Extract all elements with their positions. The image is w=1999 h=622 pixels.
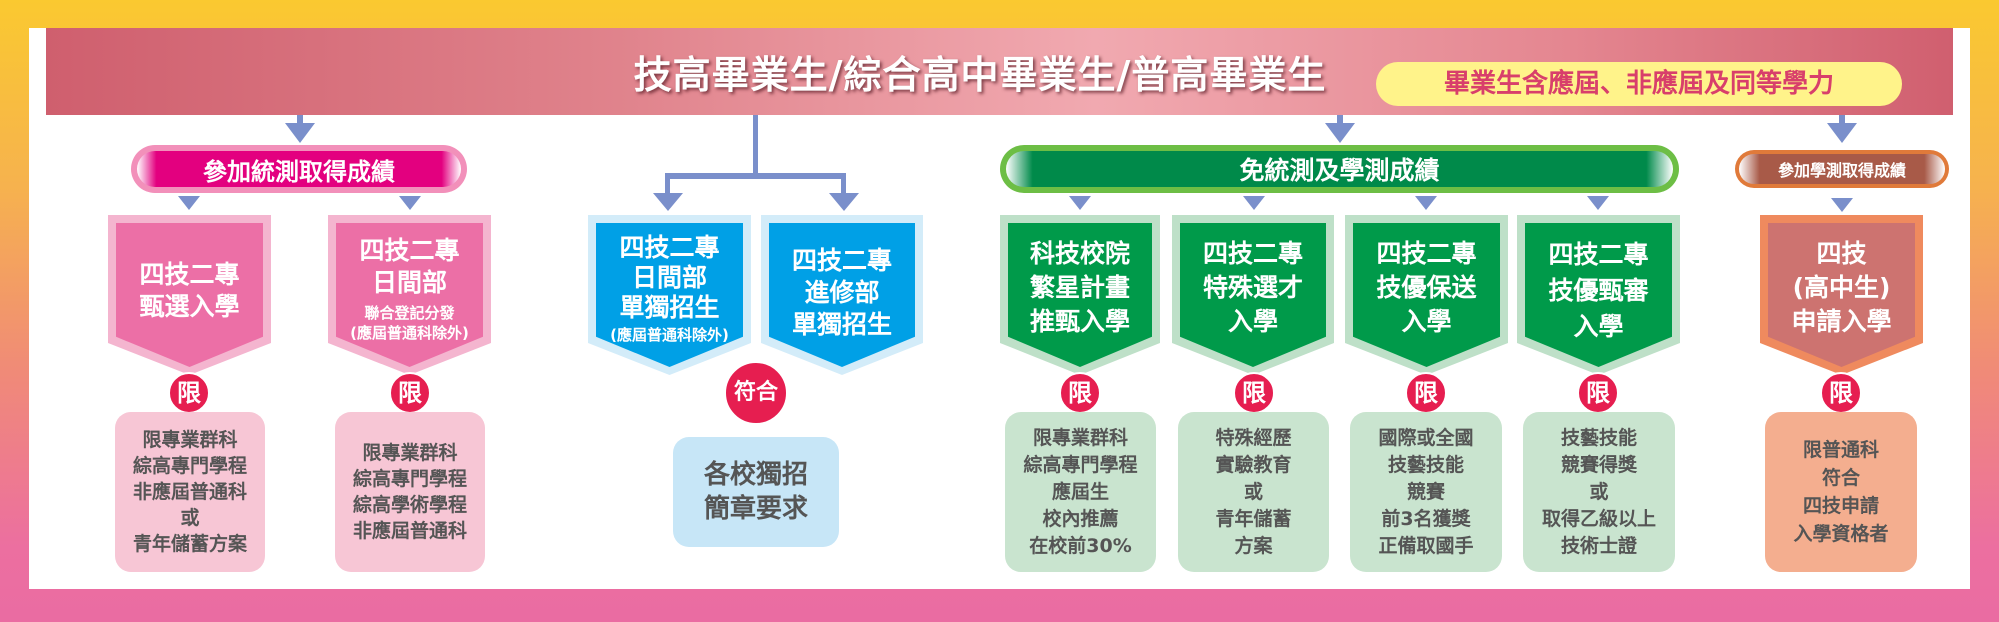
connector-line xyxy=(1839,115,1845,125)
requirement-box: 限專業群科 綜高專門學程 應屆生 校內推薦 在校前30% xyxy=(1005,412,1156,572)
pill-label: 免統測及學測成績 xyxy=(1006,151,1673,187)
arrow-down-icon xyxy=(399,196,421,210)
connector-line xyxy=(841,173,846,195)
box-day-independent: 四技二專 日間部 單獨招生 (應屆普通科除外) xyxy=(588,215,751,375)
requirement-box: 限專業群科 綜高專門學程 綜高學術學程 非應屆普通科 xyxy=(335,412,485,572)
box-selection-admission: 四技二專 甄選入學 xyxy=(108,215,271,375)
requirement-box: 限普通科 符合 四技申請 入學資格者 xyxy=(1765,412,1917,572)
connector-line xyxy=(297,115,303,125)
limit-badge: 限 xyxy=(389,372,431,414)
arrow-down-icon xyxy=(178,196,200,210)
arrow-down-icon xyxy=(829,193,859,211)
box-title: 科技校院 繁星計畫 推甄入學 xyxy=(1029,239,1130,336)
pill-no-scores: 免統測及學測成績 xyxy=(1000,145,1679,193)
limit-badge: 限 xyxy=(1577,372,1619,414)
box-special-talent: 四技二專 特殊選才 入學 xyxy=(1172,215,1334,375)
pill-tvee-scores: 參加統測取得成績 xyxy=(131,145,467,193)
box-title: 四技二專 技優保送 入學 xyxy=(1376,239,1477,336)
arrow-down-icon xyxy=(1587,196,1609,210)
limit-badge: 限 xyxy=(168,372,210,414)
arrow-down-icon xyxy=(1325,123,1355,143)
limit-badge: 限 xyxy=(1820,372,1862,414)
box-title: 四技二專 特殊選才 入學 xyxy=(1202,239,1303,336)
requirement-box: 限專業群科 綜高專門學程 非應屆普通科 或 青年儲蓄方案 xyxy=(115,412,265,572)
box-subtitle: (應屆普通科除外) xyxy=(610,326,729,344)
limit-badge: 限 xyxy=(1059,372,1101,414)
pill-gsat-scores: 參加學測取得成績 xyxy=(1735,150,1949,188)
box-skill-screening: 四技二專 技優甄審 入學 xyxy=(1517,215,1680,375)
requirement-box: 各校獨招 簡章要求 xyxy=(673,437,839,547)
arrow-down-icon xyxy=(285,123,315,143)
arrow-down-icon xyxy=(1069,196,1091,210)
arrow-down-icon xyxy=(1415,196,1437,210)
box-title: 四技二專 進修部 單獨招生 xyxy=(791,246,892,339)
connector-line xyxy=(1337,115,1343,125)
box-title: 四技 (高中生) 申請入學 xyxy=(1791,239,1892,336)
requirement-box: 國際或全國 技藝技能 競賽 前3名獲獎 正備取國手 xyxy=(1350,412,1502,572)
box-application-admission: 四技 (高中生) 申請入學 xyxy=(1760,215,1923,375)
connector-line xyxy=(665,173,670,195)
box-day-joint-allocation: 四技二專 日間部聯合登記分發 (應屆普通科除外) xyxy=(328,215,491,375)
box-skill-guarantee: 四技二專 技優保送 入學 xyxy=(1345,215,1508,375)
arrow-down-icon xyxy=(1243,196,1265,210)
page-title: 技高畢業生/綜合高中畢業生/普高畢業生 xyxy=(633,53,1327,97)
limit-badge: 限 xyxy=(1405,372,1447,414)
arrow-down-icon xyxy=(1827,123,1857,143)
box-subtitle: 聯合登記分發 (應屆普通科除外) xyxy=(350,304,469,342)
box-title: 四技二專 甄選入學 xyxy=(139,260,240,321)
connector-line xyxy=(753,115,758,177)
limit-badge: 限 xyxy=(1233,372,1275,414)
box-title: 四技二專 日間部 xyxy=(359,236,460,297)
arrow-down-icon xyxy=(1831,198,1853,212)
box-evening-independent: 四技二專 進修部 單獨招生 xyxy=(761,215,923,375)
connector-line xyxy=(665,173,846,179)
box-star-program: 科技校院 繁星計畫 推甄入學 xyxy=(1000,215,1160,375)
eligibility-note: 畢業生含應屆、非應屆及同等學力 xyxy=(1376,62,1902,106)
match-badge: 符合 xyxy=(724,361,788,425)
box-title: 四技二專 日間部 單獨招生 xyxy=(619,233,720,322)
pill-label: 參加學測取得成績 xyxy=(1739,154,1945,184)
requirement-box: 特殊經歷 實驗教育 或 青年儲蓄 方案 xyxy=(1178,412,1329,572)
box-title: 四技二專 技優甄審 入學 xyxy=(1548,240,1649,341)
requirement-box: 技藝技能 競賽得獎 或 取得乙級以上 技術士證 xyxy=(1523,412,1675,572)
pill-label: 參加統測取得成績 xyxy=(137,151,461,187)
arrow-down-icon xyxy=(653,193,683,211)
